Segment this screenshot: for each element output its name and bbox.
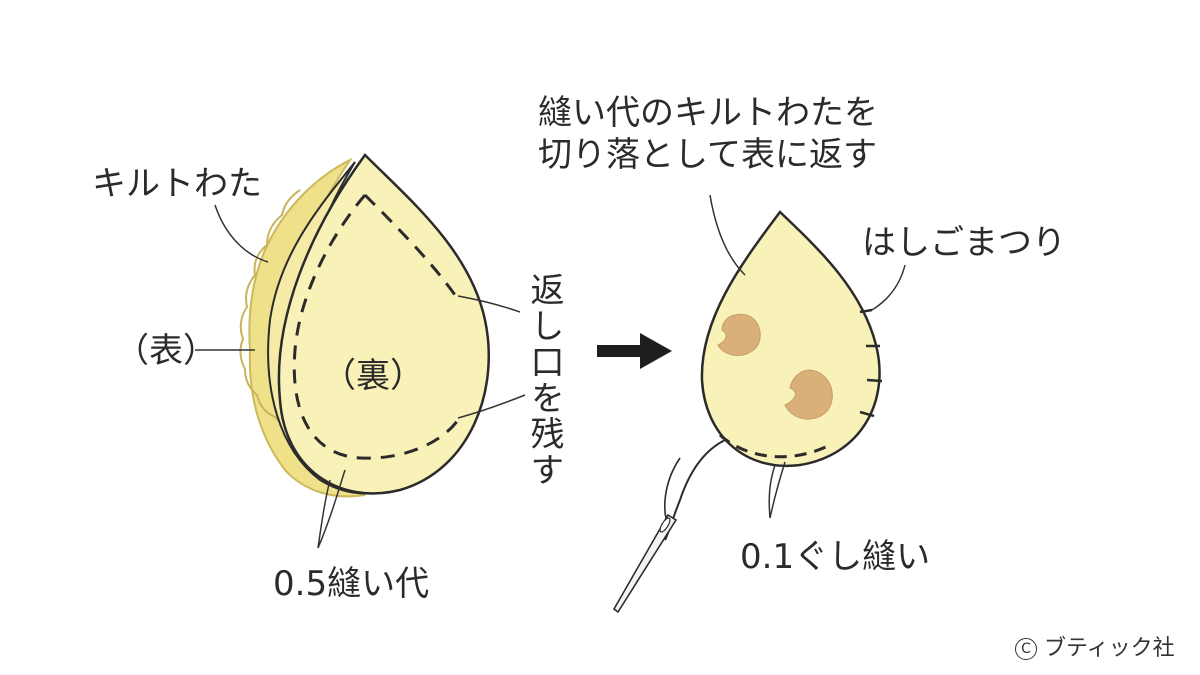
label-ladder-stitch: はしごまつり <box>862 223 1066 263</box>
right-teardrop <box>612 194 906 614</box>
label-opening: 返し口を残す <box>524 272 564 488</box>
thread <box>664 439 726 541</box>
finished-piece <box>700 210 881 468</box>
running-stitch <box>718 433 831 459</box>
left-teardrop <box>195 153 526 549</box>
label-instruction-line1: 縫い代のキルトわたを <box>538 93 878 133</box>
label-back: （裏） <box>322 356 424 396</box>
leader-instruction <box>709 194 746 276</box>
needle-icon <box>612 513 678 614</box>
arrow-right <box>597 333 672 369</box>
label-instruction-line2: 切り落として表に返す <box>538 135 877 175</box>
leader-running <box>768 461 786 519</box>
label-batting: キルトわた <box>92 164 262 204</box>
spot-2 <box>784 369 833 420</box>
leader-batting <box>214 204 269 263</box>
spot-1 <box>717 313 761 356</box>
label-seam-allowance: 0.5縫い代 <box>273 564 430 604</box>
leader-opening-bottom <box>457 394 526 419</box>
ladder-stitches <box>859 308 883 418</box>
seam-line <box>292 194 460 460</box>
back-fabric <box>277 153 490 495</box>
copyright-credit: C ブティック社 <box>1015 630 1175 662</box>
seam-line-top <box>363 193 457 296</box>
credit-text: ブティック社 <box>1044 636 1175 661</box>
leader-opening-top <box>457 295 521 313</box>
leader-seam <box>317 469 346 549</box>
batting-scallop <box>239 189 304 430</box>
label-front: （表） <box>115 331 217 371</box>
leader-ladder <box>871 264 906 311</box>
label-running-stitch: 0.1ぐし縫い <box>740 537 931 577</box>
copyright-icon: C <box>1015 638 1037 660</box>
